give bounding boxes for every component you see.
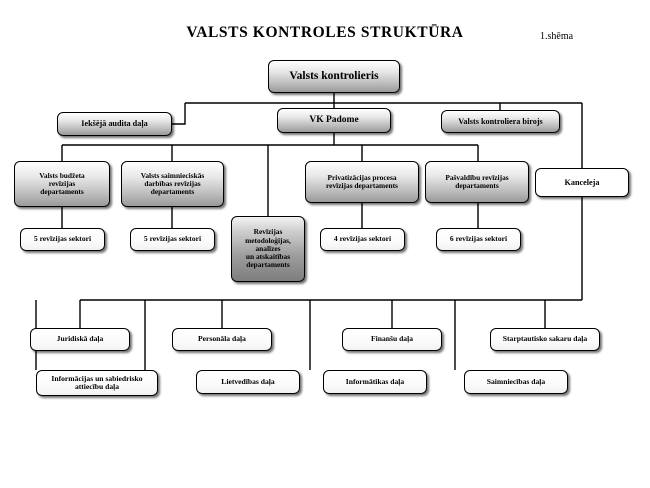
node-label-line2: metodoloģijas, bbox=[245, 235, 291, 245]
node-label-line2: darbības revīzijas bbox=[144, 178, 201, 188]
node-label-line2: departaments bbox=[455, 181, 499, 190]
page-title: VALSTS KONTROLES STRUKTŪRA bbox=[186, 24, 464, 41]
node-valsts-kontrolieris[interactable]: Valsts kontrolieris bbox=[268, 60, 400, 93]
node-dept-budget[interactable]: Valsts budžeta revīzijas departaments bbox=[14, 161, 110, 207]
node-label-line1: Informācijas un sabiedrisko bbox=[51, 373, 143, 383]
node-dept-municipal[interactable]: Pašvaldību revīzijas departaments bbox=[425, 161, 529, 203]
node-label: Lietvedības daļa bbox=[221, 376, 275, 386]
node-label: Starptautisko sakaru daļa bbox=[502, 334, 588, 344]
node-ieksejais-audits[interactable]: Iekšējā audita daļa bbox=[57, 112, 172, 136]
node-dept-methodology[interactable]: Revīzijas metodoloģijas, analīzes un ats… bbox=[231, 216, 305, 282]
node-unit-info-pr[interactable]: Informācijas un sabiedrisko attiecību da… bbox=[36, 370, 158, 396]
node-label-line2: attiecību daļa bbox=[74, 382, 120, 391]
node-sectors-economic[interactable]: 5 revīzijas sektori bbox=[130, 228, 215, 251]
node-label-line3: departaments bbox=[40, 187, 84, 197]
node-vk-padome[interactable]: VK Padome bbox=[277, 108, 391, 133]
node-label: 5 revīzijas sektori bbox=[143, 234, 202, 244]
node-unit-economy[interactable]: Saimniecības daļa bbox=[464, 370, 568, 394]
node-label-line2: revīzijas departaments bbox=[326, 181, 398, 190]
node-label-line1: Valsts saimnieciskās bbox=[140, 170, 205, 180]
node-label-line5: departaments bbox=[246, 260, 290, 270]
node-dept-economic[interactable]: Valsts saimnieciskās darbības revīzijas … bbox=[121, 161, 224, 207]
node-label: VK Padome bbox=[309, 115, 359, 126]
node-sectors-budget[interactable]: 5 revīzijas sektori bbox=[20, 228, 105, 251]
figure-reference: 1.shēma bbox=[540, 31, 574, 42]
node-sectors-privatisation[interactable]: 4 revīzijas sektori bbox=[320, 228, 405, 251]
node-label: Valsts kontroliera birojs bbox=[458, 116, 543, 126]
node-unit-finance[interactable]: Finanšu daļa bbox=[342, 328, 442, 351]
node-label: Valsts kontrolieris bbox=[289, 70, 379, 83]
node-label: Personāla daļa bbox=[198, 334, 246, 344]
node-label-line1: Revīzijas bbox=[253, 227, 283, 237]
node-unit-it[interactable]: Informātikas daļa bbox=[323, 370, 427, 394]
node-label: Kanceleja bbox=[564, 177, 600, 187]
node-label: Saimniecības daļa bbox=[486, 376, 546, 386]
node-label-line1: Privatizācijas procesa bbox=[327, 172, 397, 182]
node-label-line3: analīzes bbox=[255, 243, 281, 253]
node-kanceleja[interactable]: Kanceleja bbox=[535, 168, 629, 197]
node-label: 5 revīzijas sektori bbox=[33, 234, 92, 244]
node-label: 6 revīzijas sektori bbox=[449, 234, 508, 244]
node-label-line1: Pašvaldību revīzijas bbox=[445, 172, 509, 182]
node-label-line3: departaments bbox=[150, 187, 195, 197]
node-label-line4: un atskaitības bbox=[245, 252, 291, 262]
node-sectors-municipal[interactable]: 6 revīzijas sektori bbox=[436, 228, 521, 251]
node-unit-international[interactable]: Starptautisko sakaru daļa bbox=[490, 328, 600, 351]
node-label: Iekšējā audita daļa bbox=[81, 119, 148, 129]
node-label: Finanšu daļa bbox=[371, 334, 413, 344]
node-label-line1: Valsts budžeta bbox=[39, 170, 85, 180]
node-label: 4 revīzijas sektori bbox=[333, 234, 392, 244]
node-unit-records[interactable]: Lietvedības daļa bbox=[196, 370, 300, 394]
node-unit-legal[interactable]: Juridiskā daļa bbox=[30, 328, 130, 351]
node-label: Juridiskā daļa bbox=[56, 334, 104, 344]
node-unit-personnel[interactable]: Personāla daļa bbox=[172, 328, 272, 351]
node-label: Informātikas daļa bbox=[345, 376, 405, 386]
node-label-line2: revīzijas bbox=[48, 178, 76, 188]
node-dept-privatisation[interactable]: Privatizācijas procesa revīzijas departa… bbox=[305, 161, 419, 203]
node-kontroliera-birojs[interactable]: Valsts kontroliera birojs bbox=[441, 110, 560, 133]
